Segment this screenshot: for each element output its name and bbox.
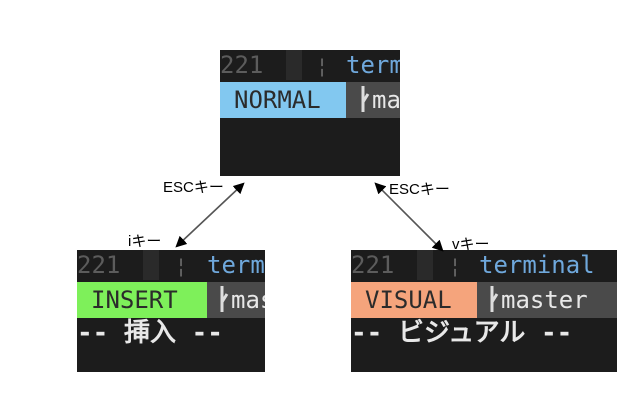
arrow-normal-insert: [175, 182, 245, 248]
command-line: -- ビジュアル --: [351, 318, 573, 348]
git-branch-icon: [361, 86, 370, 112]
git-branch-icon: [490, 286, 499, 312]
line-number: 221: [77, 251, 121, 279]
branch-name: master: [489, 282, 588, 318]
insert-mode-panel: 221 ¦ terminal INSERT master -- 挿入 --: [77, 250, 265, 372]
gutter: [286, 50, 302, 80]
separator: ¦: [449, 254, 462, 278]
gutter: [417, 250, 433, 280]
mode-indicator: NORMAL: [220, 82, 346, 118]
label-esc-right: ESCキー: [389, 181, 450, 198]
statusline: INSERT master: [77, 282, 265, 318]
line-number: 221: [220, 51, 264, 79]
mode-indicator: VISUAL: [351, 282, 477, 318]
mode-indicator: INSERT: [77, 282, 207, 318]
branch-name: master: [219, 282, 265, 318]
tab-terminal[interactable]: terminal: [479, 251, 595, 279]
statusline: VISUAL master: [351, 282, 617, 318]
separator: ¦: [316, 54, 329, 78]
label-i-key: iキー: [128, 233, 162, 250]
label-v-key: vキー: [452, 236, 490, 253]
branch-label: master: [372, 86, 400, 114]
tabline: 221 ¦ terminal: [220, 50, 400, 80]
branch-label: master: [501, 286, 588, 314]
line-number: 221: [351, 251, 395, 279]
gutter: [143, 250, 159, 280]
tab-terminal[interactable]: terminal: [207, 251, 265, 279]
tab-terminal[interactable]: terminal: [346, 51, 400, 79]
separator: ¦: [175, 254, 188, 278]
branch-label: master: [231, 286, 265, 314]
tabline: 221 ¦ terminal: [77, 250, 265, 280]
branch-name: master: [360, 82, 400, 118]
command-line: -- 挿入 --: [77, 318, 223, 348]
normal-mode-panel: 221 ¦ terminal NORMAL master: [220, 50, 400, 176]
git-branch-icon: [220, 286, 229, 312]
visual-mode-panel: 221 ¦ terminal VISUAL master -- ビジュアル --: [351, 250, 617, 372]
label-esc-left: ESCキー: [163, 179, 224, 196]
statusline: NORMAL master: [220, 82, 400, 118]
arrow-normal-visual: [374, 182, 444, 252]
tabline: 221 ¦ terminal: [351, 250, 617, 280]
